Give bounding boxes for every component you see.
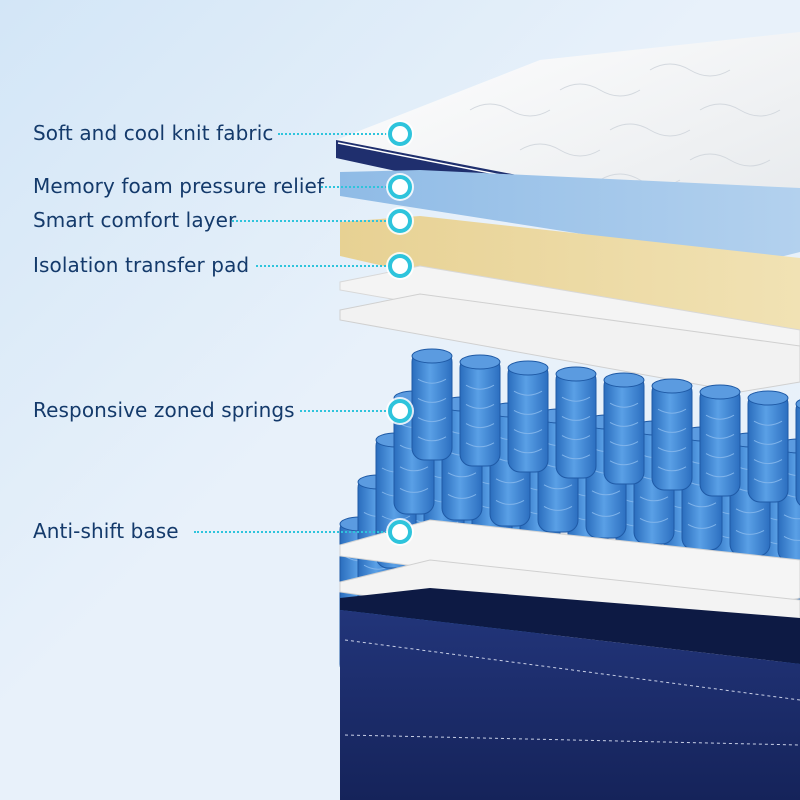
spring-coil — [555, 366, 597, 479]
spring-coil — [411, 348, 453, 461]
leader-line — [232, 220, 390, 222]
leader-line — [300, 410, 390, 412]
layer-label: Responsive zoned springs — [33, 398, 295, 422]
layer-label: Anti-shift base — [33, 519, 179, 543]
spring-coil — [507, 360, 549, 473]
base-layer — [340, 588, 800, 800]
layer-marker-icon — [388, 399, 412, 423]
layer-marker-icon — [388, 175, 412, 199]
layer-marker-icon — [388, 209, 412, 233]
spring-coil — [795, 399, 800, 506]
layer-label: Memory foam pressure relief — [33, 174, 325, 198]
spring-coil — [651, 378, 693, 491]
isolation-pad-2 — [339, 293, 800, 393]
leader-line — [278, 133, 390, 135]
spring-coil — [603, 372, 645, 485]
layer-label: Smart comfort layer — [33, 208, 237, 232]
spring-coil — [747, 390, 789, 503]
spring-coil — [699, 384, 741, 497]
layer-marker-icon — [388, 122, 412, 146]
leader-line — [194, 531, 390, 533]
spring-coil — [459, 354, 501, 467]
layer-label: Isolation transfer pad — [33, 253, 250, 277]
layer-label: Soft and cool knit fabric — [33, 121, 274, 145]
leader-line — [256, 265, 390, 267]
layer-marker-icon — [388, 520, 412, 544]
layer-marker-icon — [388, 254, 412, 278]
leader-line — [321, 186, 391, 188]
memory-foam-layer — [340, 170, 800, 262]
